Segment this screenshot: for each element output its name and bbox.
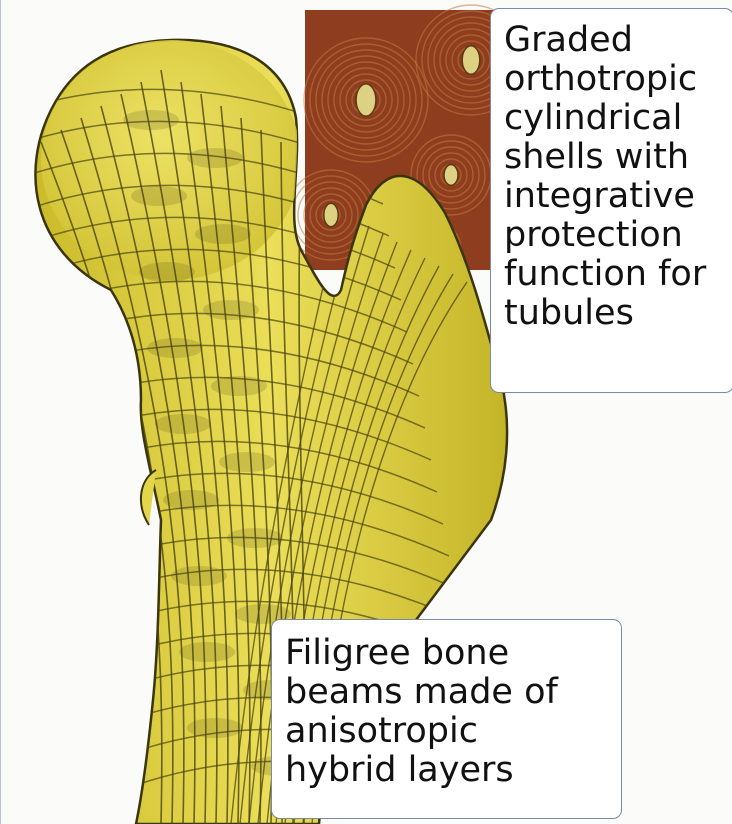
callout-line: Filigree bone: [285, 634, 621, 673]
callout-line: orthotropic: [504, 60, 732, 99]
callout-line: integrative: [504, 177, 732, 216]
callout-line: tubules: [504, 294, 732, 333]
callout-line: cylindrical: [504, 99, 732, 138]
callout-cylindrical-shells: Graded orthotropic cylindrical shells wi…: [490, 8, 732, 393]
callout-line: anisotropic: [285, 712, 621, 751]
callout-line: protection: [504, 216, 732, 255]
callout-line: shells with: [504, 138, 732, 177]
callout-line: hybrid layers: [285, 751, 621, 790]
callout-line: function for: [504, 255, 732, 294]
callout-bone-beams: Filigree bone beams made of anisotropic …: [271, 619, 622, 819]
callout-line: Graded: [504, 21, 732, 60]
callout-line: beams made of: [285, 673, 621, 712]
